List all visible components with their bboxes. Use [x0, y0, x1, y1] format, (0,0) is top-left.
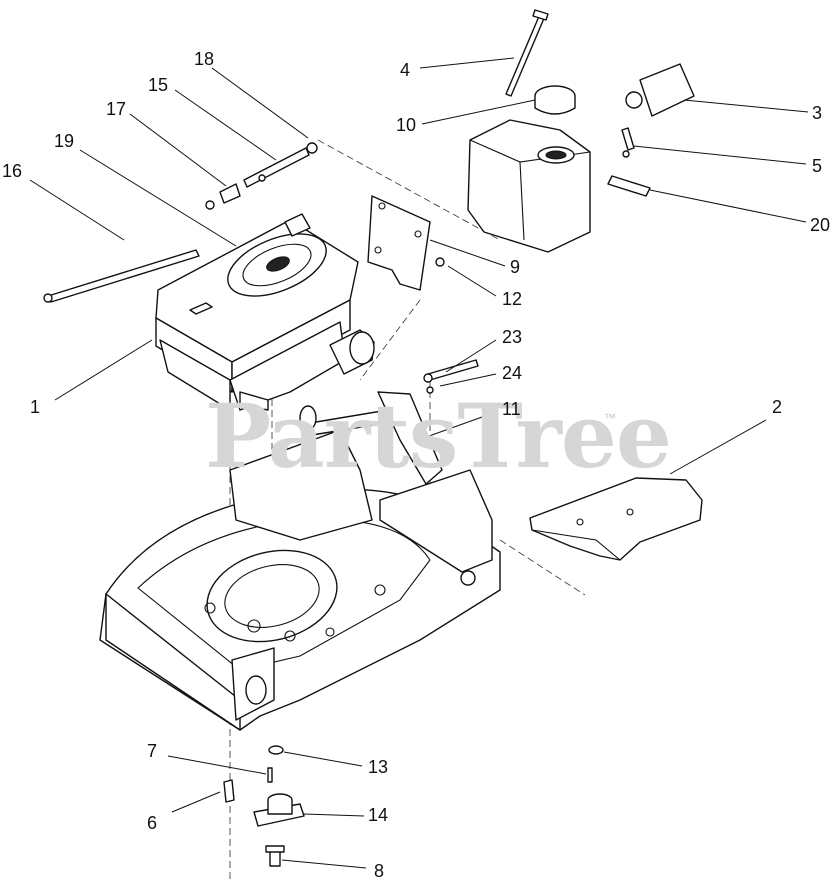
fuel-tank-part-10 [467, 85, 591, 253]
callout-2: 2 [772, 397, 783, 417]
cable-fittings-15-17-18 [205, 142, 318, 210]
callout-6: 6 [147, 813, 158, 833]
mower-deck [99, 429, 501, 731]
plate-part-9 [367, 195, 445, 291]
callout-23: 23 [502, 327, 523, 347]
callout-24: 24 [502, 363, 523, 383]
partstree-watermark: PartsTree [205, 384, 672, 488]
callout-1: 1 [30, 397, 41, 417]
engine-part-1 [155, 213, 375, 411]
callout-12: 12 [502, 289, 523, 309]
handle-bracket-part-11 [299, 391, 443, 485]
callout-19: 19 [54, 131, 75, 151]
cover-part-2 [529, 477, 703, 561]
callout-7: 7 [147, 741, 158, 761]
bolt-parts-23-24 [423, 359, 479, 394]
callout-15: 15 [148, 75, 169, 95]
dipstick-part-4 [505, 9, 549, 97]
callout-18: 18 [194, 49, 215, 69]
callout-9: 9 [510, 257, 521, 277]
callout-11: 11 [502, 399, 521, 419]
callout-16: 16 [2, 161, 23, 181]
trademark-symbol: ™ [604, 411, 616, 425]
callout-3: 3 [812, 103, 823, 123]
callout-14: 14 [368, 805, 389, 825]
blade-hardware-6-7-8-13-14 [223, 745, 305, 867]
callout-leader-lines [29, 57, 809, 869]
callout-20: 20 [810, 215, 831, 235]
bracket-parts-3-5-20 [607, 63, 695, 197]
callout-5: 5 [812, 156, 823, 176]
callout-10: 10 [396, 115, 417, 135]
callout-13: 13 [368, 757, 389, 777]
callout-17: 17 [106, 99, 127, 119]
callout-4: 4 [400, 60, 411, 80]
rod-part-16 [43, 249, 200, 303]
callout-8: 8 [374, 861, 385, 881]
